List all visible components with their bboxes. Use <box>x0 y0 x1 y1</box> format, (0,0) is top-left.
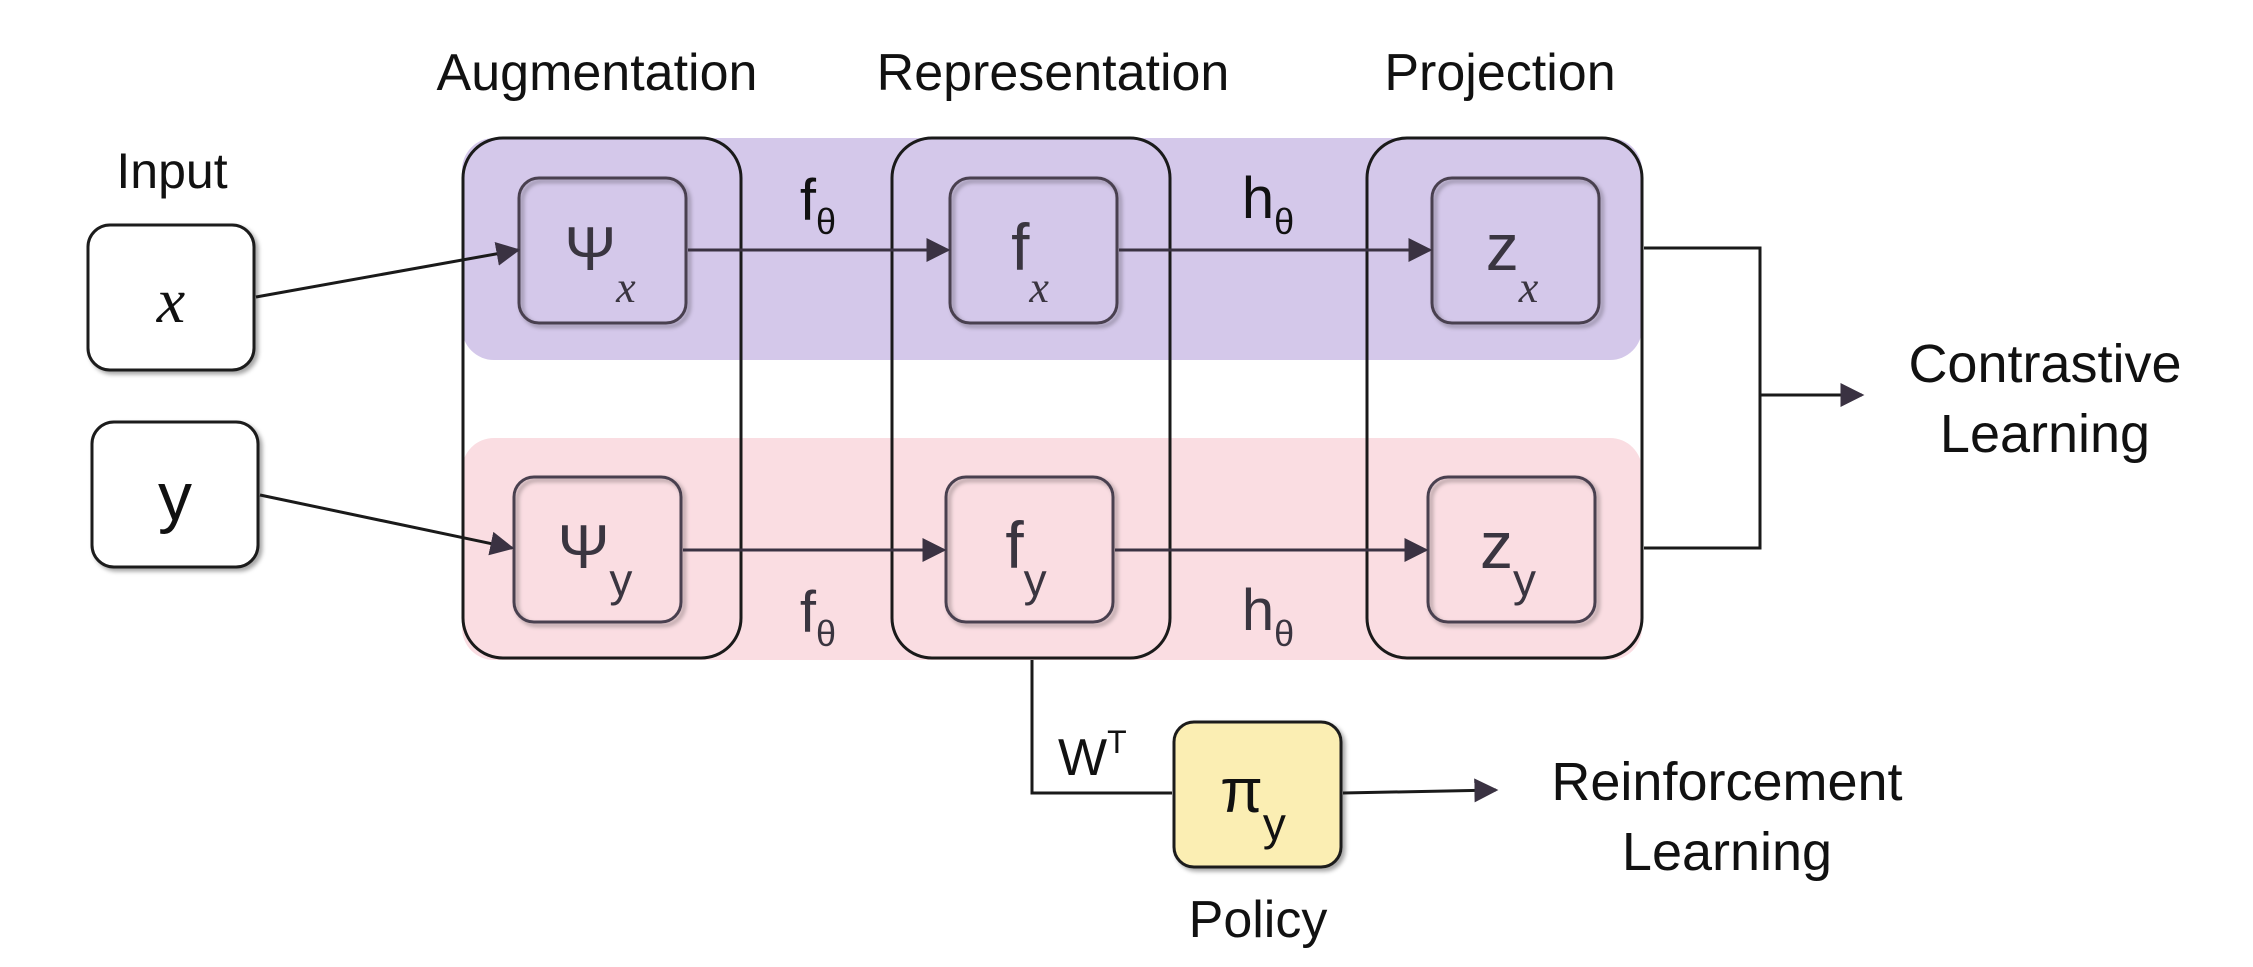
projection-column <box>1365 136 1644 660</box>
f-theta-top-label: fθ <box>800 168 836 242</box>
h-theta-bottom-label: hθ <box>1242 578 1294 654</box>
representation-column <box>890 136 1172 660</box>
augmentation-column <box>461 136 743 660</box>
f-x-label: fx <box>1011 210 1049 312</box>
input-y-label: y <box>158 459 192 535</box>
w-transpose-label: WT <box>1058 724 1127 787</box>
h-theta-top-label: hθ <box>1242 166 1294 242</box>
arrow-policy-to-reinforcement <box>1342 778 1499 803</box>
arrow-input-y-to-psi-y <box>259 493 515 556</box>
policy-node-label: πy <box>1220 757 1286 850</box>
representation-header: Representation <box>877 44 1230 102</box>
arrow-input-x-to-psi-x <box>255 242 521 299</box>
z-x-label: zx <box>1486 210 1539 312</box>
reinforcement-learning-line1: Reinforcement <box>1551 752 1902 812</box>
policy-node <box>1172 720 1343 869</box>
f-theta-bottom-label: fθ <box>800 580 836 654</box>
input-y-box <box>90 420 260 569</box>
input-header: Input <box>116 143 227 199</box>
x-branch-band <box>462 138 1642 360</box>
contrastive-learning-line1: Contrastive <box>1908 334 2181 394</box>
projection-header: Projection <box>1384 44 1615 102</box>
psi-x-label: Ψx <box>564 215 636 312</box>
connector-f-y-to-policy <box>1030 660 1172 795</box>
policy-label: Policy <box>1189 891 1328 949</box>
psi-y-label: Ψy <box>558 513 633 606</box>
reinforcement-learning-line2: Learning <box>1622 822 1832 882</box>
f-y-label: fy <box>1005 508 1046 606</box>
y-branch-band <box>462 438 1642 660</box>
input-x-label: x <box>156 265 185 336</box>
contrastive-learning-line2: Learning <box>1940 404 2150 464</box>
z-y-label: zy <box>1480 508 1536 606</box>
augmentation-header: Augmentation <box>437 44 758 102</box>
input-x-box <box>86 223 256 372</box>
connector-z-x-to-merge <box>1644 246 1762 550</box>
